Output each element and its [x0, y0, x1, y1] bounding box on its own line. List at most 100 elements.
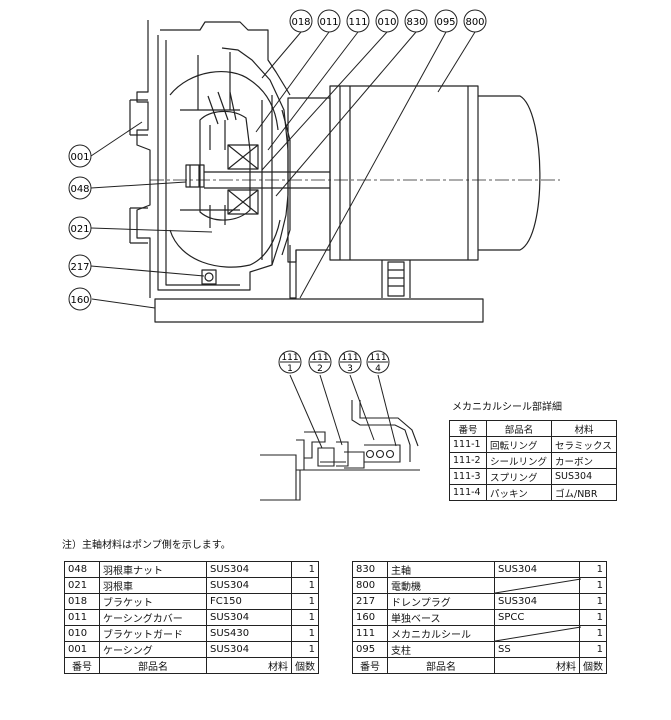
table-row: 021 羽根車 SUS304 1	[64, 577, 319, 594]
part-material: SUS304	[494, 561, 580, 578]
part-no: 830	[352, 561, 388, 578]
svg-text:4: 4	[375, 364, 381, 374]
seal-header-material: 材料	[551, 420, 617, 437]
svg-text:021: 021	[70, 224, 89, 235]
seal-callout-111-2: 111 2	[308, 350, 332, 374]
table-row: 018 ブラケット FC150 1	[64, 593, 319, 610]
part-material: SUS304	[206, 561, 292, 578]
part-material: FC150	[206, 593, 292, 610]
part-qty: 1	[291, 561, 319, 578]
table-row: 048 羽根車ナット SUS304 1	[64, 561, 319, 578]
seal-detail-title: メカニカルシール部詳細	[452, 402, 562, 413]
seal-table-row: 111-2 シールリング カーボン	[449, 452, 617, 469]
header-material: 材料	[206, 657, 292, 674]
callout-021: 021	[68, 216, 92, 240]
header-no: 番号	[64, 657, 100, 674]
part-qty: 1	[579, 625, 607, 642]
header-name: 部品名	[387, 657, 495, 674]
base-plate	[154, 298, 484, 323]
seal-cell-name: シールリング	[486, 452, 552, 469]
svg-text:011: 011	[319, 17, 338, 28]
svg-text:160: 160	[70, 295, 89, 306]
seal-table-header: 番号 部品名 材料	[449, 420, 617, 437]
part-name: ブラケット	[99, 593, 207, 610]
table-row: 111 メカニカルシール 1	[352, 625, 607, 642]
part-no: 111	[352, 625, 388, 642]
parts-right-header: 番号 部品名 材料 個数	[352, 657, 607, 674]
part-material: SUS430	[206, 625, 292, 642]
svg-text:048: 048	[70, 184, 89, 195]
table-row: 830 主軸 SUS304 1	[352, 561, 607, 578]
svg-text:830: 830	[406, 17, 425, 28]
part-material: SPCC	[494, 609, 580, 626]
seal-cell-material: SUS304	[551, 468, 617, 485]
callout-217: 217	[68, 254, 92, 278]
callout-001: 001	[68, 144, 92, 168]
table-row: 010 ブラケットガード SUS430 1	[64, 625, 319, 642]
part-no: 048	[64, 561, 100, 578]
seal-cell-no: 111-4	[449, 484, 487, 501]
svg-text:018: 018	[291, 17, 310, 28]
part-name: 羽根車ナット	[99, 561, 207, 578]
parts-list-left: 048 羽根車ナット SUS304 1 021 羽根車 SUS304 1 018…	[64, 561, 319, 674]
main-shaft	[204, 171, 330, 189]
part-qty: 1	[291, 641, 319, 658]
callout-800: 800	[463, 9, 487, 33]
callout-048: 048	[68, 176, 92, 200]
svg-text:111: 111	[341, 353, 358, 363]
seal-callout-111-3: 111 3	[338, 350, 362, 374]
parts-left-header: 番号 部品名 材料 個数	[64, 657, 319, 674]
part-material: SUS304	[206, 577, 292, 594]
part-name: 支柱	[387, 641, 495, 658]
svg-text:111: 111	[348, 17, 367, 28]
part-name: 単独ベース	[387, 609, 495, 626]
part-no: 001	[64, 641, 100, 658]
seal-callout-111-4: 111 4	[366, 350, 390, 374]
part-material: SUS304	[206, 609, 292, 626]
table-row: 011 ケーシングカバー SUS304 1	[64, 609, 319, 626]
table-row: 800 電動機 1	[352, 577, 607, 594]
callout-010: 010	[375, 9, 399, 33]
table-row: 160 単独ベース SPCC 1	[352, 609, 607, 626]
part-material: SS	[494, 641, 580, 658]
pump-casing	[136, 20, 291, 298]
part-name: ブラケットガード	[99, 625, 207, 642]
impeller-nut	[185, 164, 205, 188]
svg-text:111: 111	[311, 353, 328, 363]
part-qty: 1	[291, 593, 319, 610]
callout-830: 830	[404, 9, 428, 33]
header-name: 部品名	[99, 657, 207, 674]
svg-text:1: 1	[287, 364, 293, 374]
part-no: 021	[64, 577, 100, 594]
svg-text:111: 111	[369, 353, 386, 363]
table-row: 217 ドレンプラグ SUS304 1	[352, 593, 607, 610]
svg-text:2: 2	[317, 364, 323, 374]
part-qty: 1	[579, 577, 607, 594]
callout-095: 095	[434, 9, 458, 33]
part-name: 電動機	[387, 577, 495, 594]
seal-table-row: 111-1 回転リング セラミックス	[449, 436, 617, 453]
seal-table-row: 111-3 スプリング SUS304	[449, 468, 617, 485]
seal-cell-no: 111-1	[449, 436, 487, 453]
callout-018: 018	[289, 9, 313, 33]
seal-cell-material: セラミックス	[551, 436, 617, 453]
part-name: 羽根車	[99, 577, 207, 594]
electric-motor	[329, 85, 479, 261]
seal-header-no: 番号	[449, 420, 487, 437]
part-no: 011	[64, 609, 100, 626]
bracket-support	[289, 245, 297, 299]
callout-111: 111	[346, 9, 370, 33]
parts-list-right: 830 主軸 SUS304 1 800 電動機 1 217 ドレンプラグ SUS…	[352, 561, 607, 674]
seal-callout-111-1: 111 1	[278, 350, 302, 374]
part-qty: 1	[291, 577, 319, 594]
seal-detail-table: 番号 部品名 材料 111-1 回転リング セラミックス 111-2 シールリン…	[449, 420, 617, 501]
callout-011: 011	[317, 9, 341, 33]
svg-text:217: 217	[70, 262, 89, 273]
seal-detail-drawing	[260, 400, 420, 501]
table-row: 001 ケーシング SUS304 1	[64, 641, 319, 658]
seal-cell-no: 111-2	[449, 452, 487, 469]
seal-cell-material: カーボン	[551, 452, 617, 469]
part-name: 主軸	[387, 561, 495, 578]
part-no: 217	[352, 593, 388, 610]
